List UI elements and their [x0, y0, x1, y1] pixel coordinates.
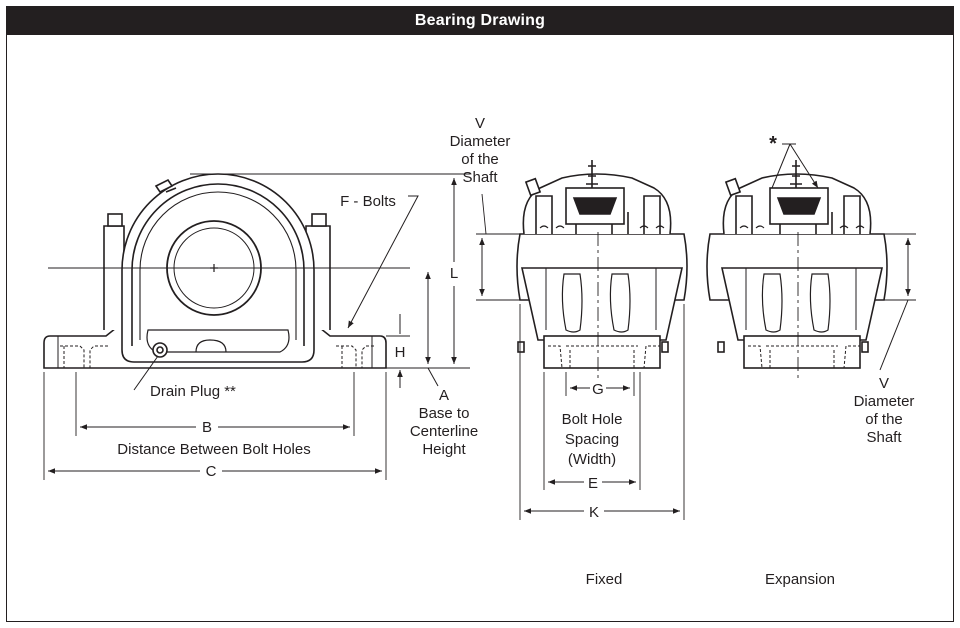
label-drain-plug: Drain Plug ** — [150, 383, 236, 400]
svg-text:Base to: Base to — [419, 405, 470, 422]
caption-expansion: Expansion — [765, 571, 835, 588]
label-g: G — [592, 381, 604, 398]
c-extension-lines — [43, 372, 387, 480]
f-bolts-leader — [347, 195, 419, 329]
svg-text:Bolt Hole: Bolt Hole — [562, 411, 623, 428]
label-v-right: V Diameter of the Shaft — [854, 375, 915, 446]
label-f-bolts: F - Bolts — [340, 193, 396, 210]
v-right-leader — [879, 299, 909, 371]
label-v-left: V Diameter of the Shaft — [450, 115, 511, 186]
svg-text:Height: Height — [422, 441, 466, 458]
k-extension-lines — [519, 304, 685, 520]
label-l: L — [450, 265, 458, 282]
side-view-fixed — [516, 160, 688, 369]
dim-a-leader — [427, 367, 439, 387]
label-bolt-hole-spacing: Bolt Hole Spacing (Width) — [562, 411, 623, 468]
v-left-extension — [476, 193, 520, 301]
svg-text:Shaft: Shaft — [866, 429, 902, 446]
drain-plug-leader — [133, 355, 159, 391]
asterisk-leaders — [771, 143, 818, 188]
svg-text:Diameter: Diameter — [450, 133, 511, 150]
svg-text:Spacing: Spacing — [565, 431, 619, 448]
svg-text:V: V — [475, 115, 485, 132]
e-extension-lines — [543, 372, 641, 490]
svg-text:of the: of the — [461, 151, 499, 168]
svg-text:A: A — [439, 387, 449, 404]
svg-text:Centerline: Centerline — [410, 423, 478, 440]
b-extension-lines — [75, 372, 355, 436]
side-view-expansion — [706, 160, 888, 369]
label-asterisk: * — [769, 133, 777, 155]
caption-fixed: Fixed — [586, 571, 623, 588]
label-distance-between: Distance Between Bolt Holes — [117, 441, 310, 458]
svg-text:(Width): (Width) — [568, 451, 616, 468]
svg-text:of the: of the — [865, 411, 903, 428]
label-b: B — [202, 419, 212, 436]
label-k: K — [589, 504, 599, 521]
svg-text:Diameter: Diameter — [854, 393, 915, 410]
svg-text:Shaft: Shaft — [462, 169, 498, 186]
pillow-block-front-view — [43, 173, 387, 369]
label-h: H — [395, 344, 406, 361]
label-e: E — [588, 475, 598, 492]
label-c: C — [206, 463, 217, 480]
title-bar: Bearing Drawing — [7, 7, 953, 35]
label-a: A Base to Centerline Height — [410, 387, 478, 458]
svg-text:V: V — [879, 375, 889, 392]
v-right-extension — [884, 233, 916, 301]
